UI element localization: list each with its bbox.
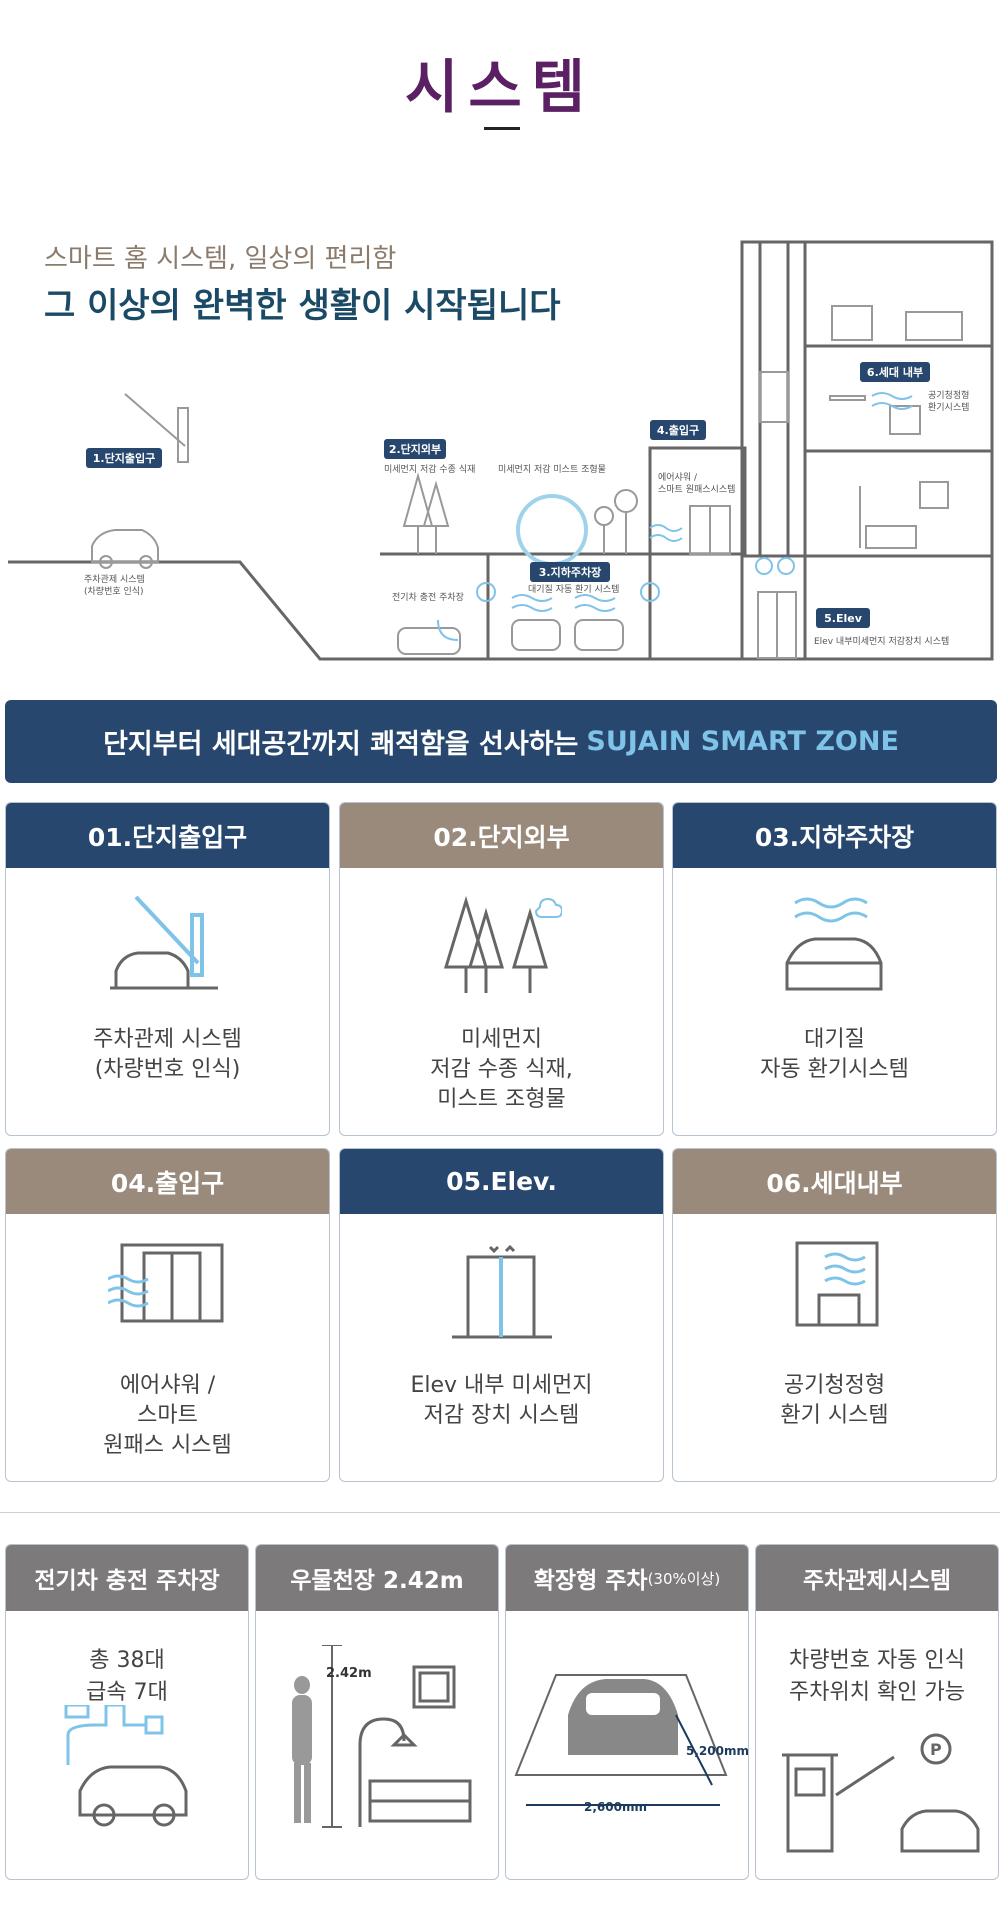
length-dim-label: 5,200mm xyxy=(686,1744,749,1758)
banner-highlight: SUJAIN SMART ZONE xyxy=(586,726,899,757)
diagram-label-4a: 에어샤워 / xyxy=(658,472,698,483)
diagram-label-3: 대기질 자동 환기 시스템 xyxy=(528,583,619,595)
parking-control-icon: P xyxy=(782,1733,980,1853)
ev-charging-icon xyxy=(64,1705,188,1827)
diagram-badge-3: 3.지하주차장 xyxy=(539,565,601,579)
feature-title: 주차관제시스템 xyxy=(756,1545,998,1611)
card-title: 02.단지외부 xyxy=(340,803,663,868)
card-title: 05.Elev. xyxy=(340,1149,663,1214)
car-ventilation-icon xyxy=(785,897,883,991)
page-title: 시스템 xyxy=(404,53,596,121)
parking-p-icon: P xyxy=(930,1740,942,1759)
diagram-label-2a: 미세먼지 저감 수종 식재 xyxy=(384,463,475,475)
tree-icon xyxy=(443,895,562,993)
feature-title: 전기차 충전 주차장 xyxy=(6,1545,248,1611)
card-title: 04.출입구 xyxy=(6,1149,329,1214)
diagram-label-1a: 주차관제 시스템 xyxy=(84,573,145,585)
diagram-badge-1: 1.단지출입구 xyxy=(93,451,155,465)
section-divider xyxy=(0,1512,1000,1513)
diagram-label-ev: 전기차 충전 주차장 xyxy=(392,591,464,603)
card-title: 01.단지출입구 xyxy=(6,803,329,868)
wide-parking-icon: 2,600mm 5,200mm xyxy=(514,1674,749,1814)
card-desc: 주차관제 시스템(차량번호 인식) xyxy=(93,1027,242,1082)
diagram-label-4b: 스마트 원패스시스템 xyxy=(658,483,735,495)
width-dim-label: 2,600mm xyxy=(584,1800,647,1814)
feature-title: 우물천장 2.42m xyxy=(256,1545,498,1611)
smart-zone-diagram: 1.단지출입구 주차관제 시스템 (차량번호 인식) 2.단지외부 미세먼지 저… xyxy=(8,240,994,661)
diagram-label-1b: (차량번호 인식) xyxy=(84,585,144,597)
diagram-badge-6: 6.세대 내부 xyxy=(867,365,923,379)
ceiling-height-icon: 2.42m xyxy=(292,1645,472,1828)
elevator-icon xyxy=(452,1244,552,1339)
banner-text: 단지부터 세대공간까지 쾌적함을 선사하는 xyxy=(103,729,579,760)
hero-subtitle: 스마트 홈 시스템, 일상의 편리함 xyxy=(44,244,397,274)
feature-wide-parking: 확장형 주차(30%이상) 2,600mm 5,200mm xyxy=(505,1544,749,1880)
card-title: 03.지하주차장 xyxy=(673,803,996,868)
feature-ceiling: 우물천장 2.42m 2.42m xyxy=(255,1544,499,1880)
air-shower-door-icon xyxy=(108,1243,224,1323)
ventilation-room-icon xyxy=(795,1241,879,1327)
diagram-label-5: Elev 내부미세먼지 저감장치 시스템 xyxy=(814,635,949,647)
diagram-badge-5: 5.Elev xyxy=(824,612,863,625)
diagram-label-6a: 공기청정형 xyxy=(928,390,969,401)
diagram-label-6b: 환기시스템 xyxy=(928,401,969,413)
diagram-badge-2: 2.단지외부 xyxy=(389,442,441,456)
hero-headline: 그 이상의 완벽한 생활이 시작됩니다 xyxy=(44,286,561,326)
feature-title: 확장형 주차(30%이상) xyxy=(506,1545,748,1611)
ceiling-dim-label: 2.42m xyxy=(326,1666,372,1681)
title-underline xyxy=(484,127,520,130)
smart-zone-banner: 단지부터 세대공간까지 쾌적함을 선사하는 SUJAIN SMART ZONE xyxy=(5,700,997,783)
diagram-label-2b: 미세먼지 저감 미스트 조형물 xyxy=(498,463,606,475)
card-title: 06.세대내부 xyxy=(673,1149,996,1214)
diagram-badge-4: 4.출입구 xyxy=(657,423,699,437)
card-complex-entrance: 01.단지출입구 주차관제 시스템(차량번호 인식) xyxy=(5,802,330,1136)
parking-barrier-icon xyxy=(110,895,218,990)
